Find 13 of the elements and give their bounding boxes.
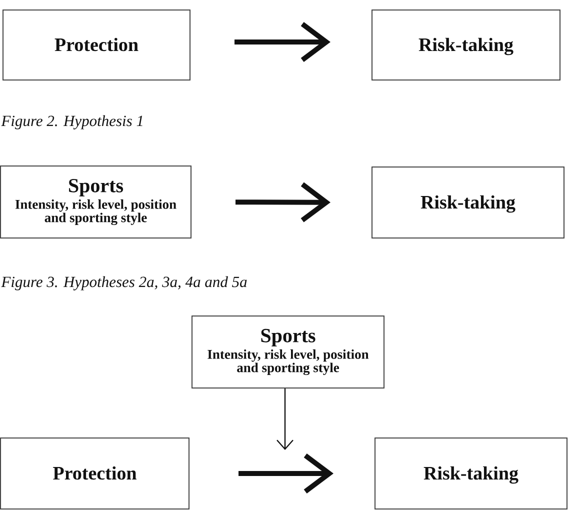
process-box: Risk-taking (372, 10, 560, 80)
process-box: Sports Intensity, risk level, position and sporting style (0, 166, 192, 238)
arrow (238, 454, 334, 494)
process-box: Protection (0, 438, 190, 510)
arrow (234, 22, 330, 62)
arrow (236, 182, 330, 222)
figure-caption: Figure 3. Hypotheses 2a, 3a, 4a and 5a (1, 276, 247, 290)
figure-caption: Figure 2. Hypothesis 1 (1, 115, 142, 130)
process-box: Risk-taking (372, 166, 564, 238)
process-box: Sports Intensity, risk level, position and sporting style (192, 316, 384, 388)
process-box: Risk-taking (374, 438, 568, 510)
arrow (276, 388, 294, 450)
process-box: Protection (2, 10, 190, 80)
